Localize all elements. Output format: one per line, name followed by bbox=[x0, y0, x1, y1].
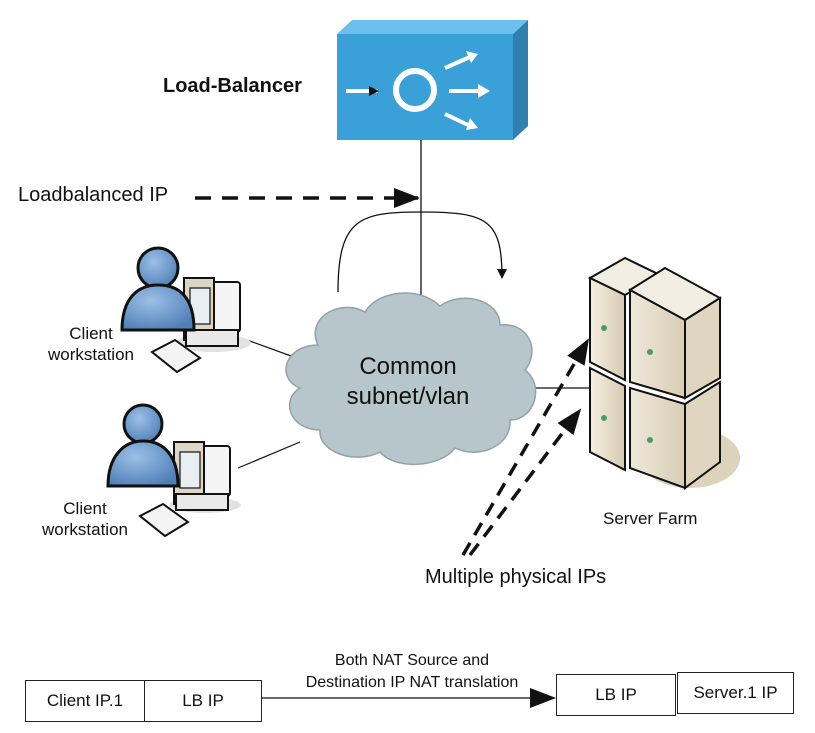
network-cloud-icon bbox=[285, 292, 537, 465]
network-label-line1: Common bbox=[359, 353, 457, 380]
physical-ips-label: Multiple physical IPs bbox=[425, 566, 607, 588]
physical-ip-arrow-2 bbox=[468, 408, 582, 557]
load-balancer-label: Load-Balancer bbox=[163, 75, 302, 97]
flow-curve-arrow bbox=[337, 211, 507, 293]
client-label-2: Client workstation bbox=[30, 498, 140, 540]
physical-ip-arrow-1 bbox=[461, 338, 590, 556]
nat-caption-line1: Both NAT Source and bbox=[334, 652, 490, 669]
client-label-1: Client workstation bbox=[36, 323, 146, 365]
network-label-line2: subnet/vlan bbox=[346, 383, 470, 410]
server-farm-label: Server Farm bbox=[603, 509, 698, 528]
client-workstation-icon-2 bbox=[106, 403, 241, 538]
packet-after-source: LB IP bbox=[556, 674, 676, 716]
packet-before-destination: LB IP bbox=[144, 680, 262, 722]
client-label-1-line1: Client bbox=[69, 324, 113, 343]
client-label-1-line2: workstation bbox=[48, 345, 134, 364]
load-balancer-icon bbox=[337, 20, 528, 140]
loadbalanced-ip-label: Loadbalanced IP bbox=[18, 184, 169, 206]
client-workstation-icon-1 bbox=[120, 246, 251, 374]
packet-after-destination: Server.1 IP bbox=[677, 672, 794, 714]
nat-caption: Both NAT Source and Destination IP NAT t… bbox=[282, 650, 542, 694]
client-label-2-line1: Client bbox=[63, 499, 107, 518]
client2-link-line bbox=[237, 441, 301, 469]
client-label-2-line2: workstation bbox=[42, 520, 128, 539]
server-farm-icon bbox=[587, 256, 740, 490]
nat-caption-line2: Destination IP NAT translation bbox=[305, 674, 519, 691]
network-label: Common subnet/vlan bbox=[318, 352, 498, 412]
packet-before-source: Client IP.1 bbox=[25, 680, 145, 722]
